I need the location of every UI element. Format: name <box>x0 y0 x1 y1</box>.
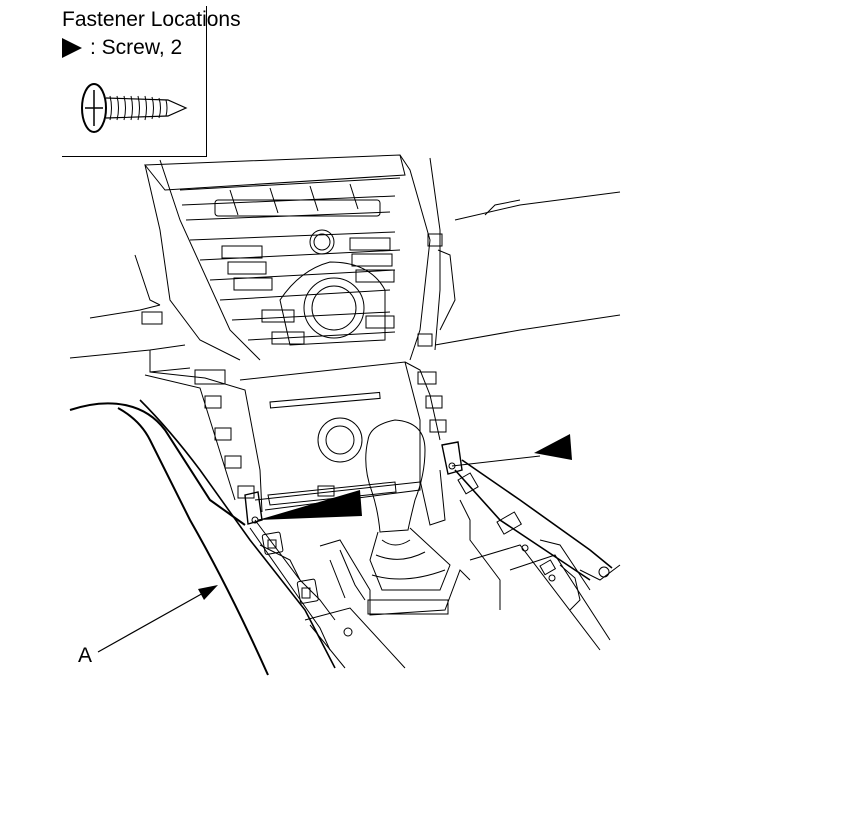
callout-label-a: A <box>78 644 93 667</box>
shift-knob <box>319 419 501 616</box>
console-bezel <box>144 361 447 526</box>
legend-fastener-row: : Screw, 2 <box>62 36 182 60</box>
dashboard-panel <box>69 154 621 373</box>
screw-pointer-right <box>534 434 572 460</box>
triangle-pointer-icon <box>62 38 82 58</box>
console-a <box>69 399 621 676</box>
screw-icon <box>81 83 188 133</box>
legend-title: Fastener Locations <box>62 8 241 31</box>
legend-fastener-label: : Screw, 2 <box>90 36 183 59</box>
callout-a-leader <box>97 585 218 653</box>
fastener-legend: Fastener Locations : Screw, 2 <box>62 6 241 157</box>
screw-pointer-left <box>258 490 362 520</box>
